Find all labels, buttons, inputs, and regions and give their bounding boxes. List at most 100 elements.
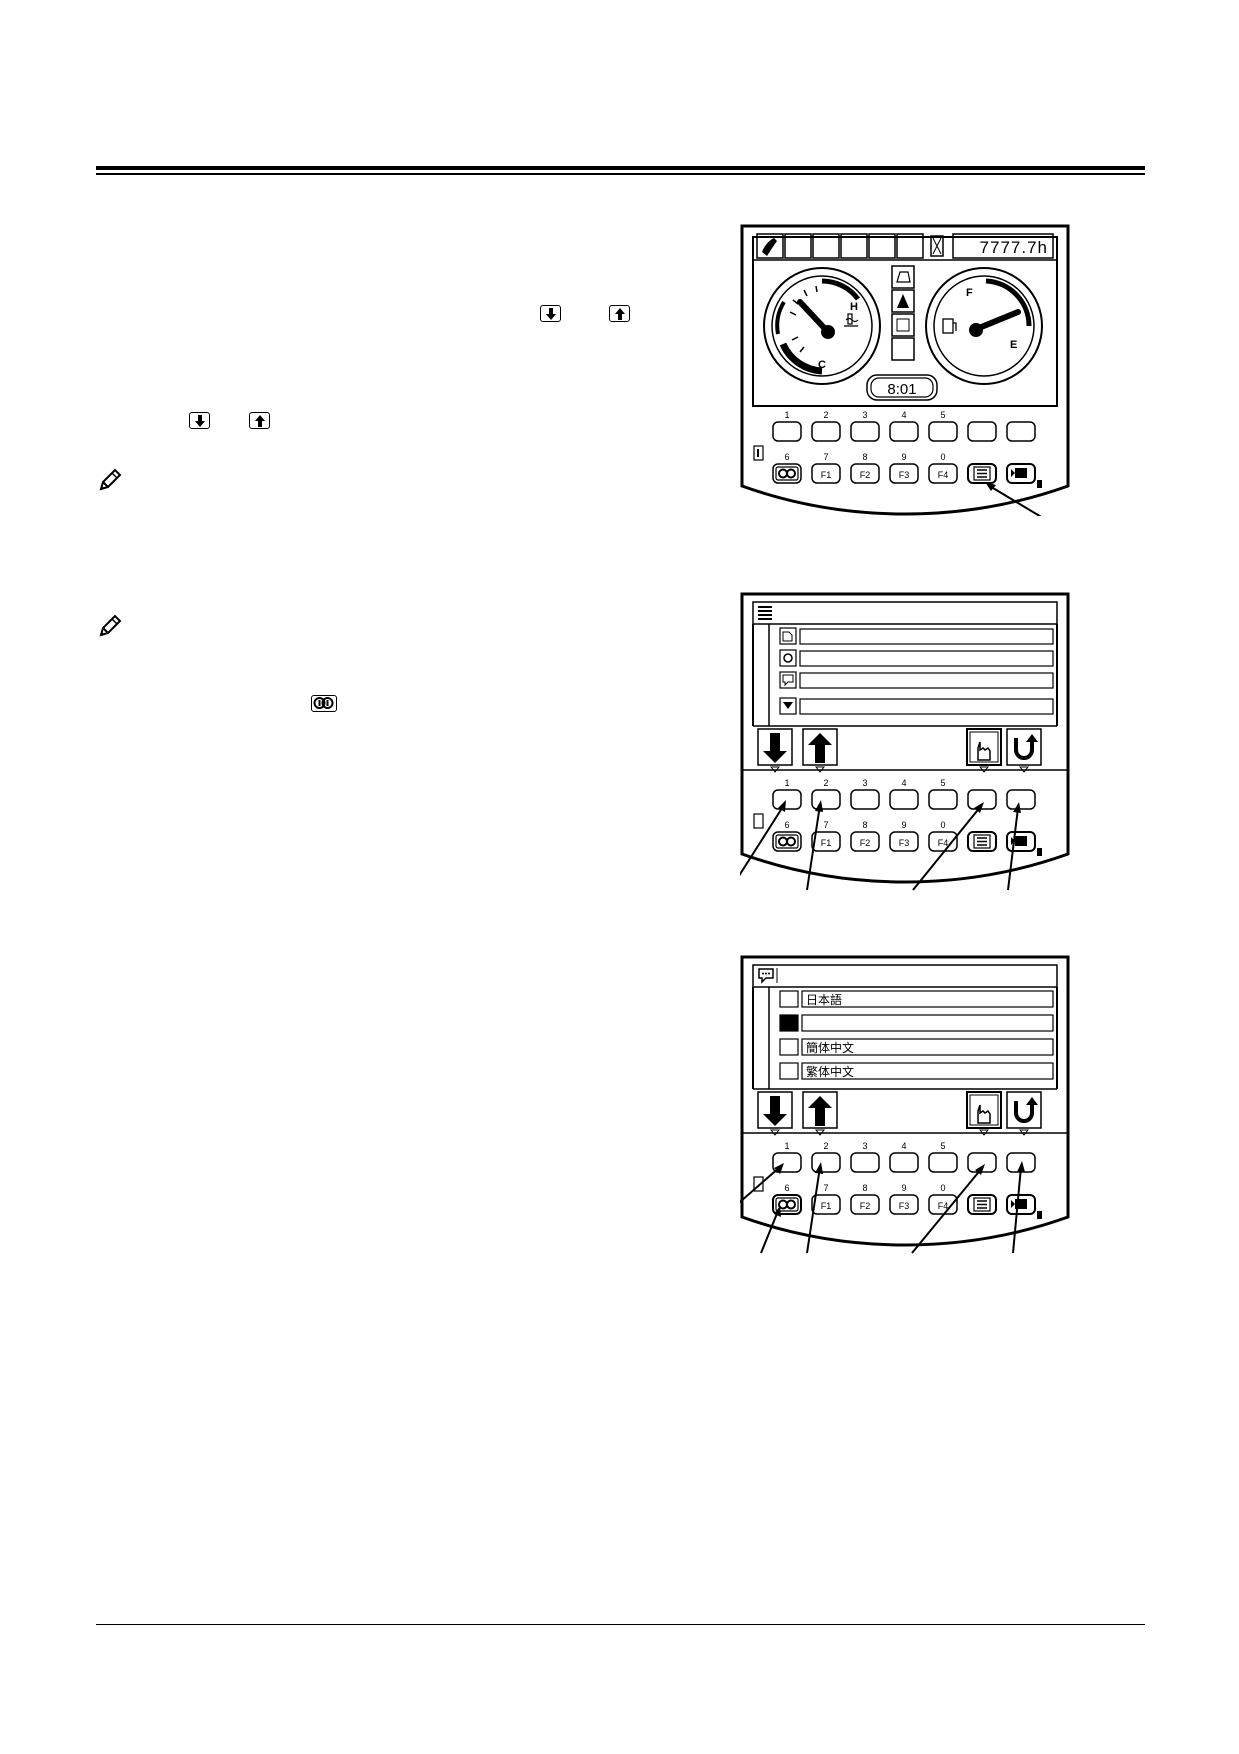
gauge-empty-label: E [1010, 339, 1017, 351]
monitor-panel-language-screen: 日本語 簡体中文 繁体中文 1 2 3 4 5 6 7 8 9 0 F1 [716, 955, 1070, 1257]
operator-icon [753, 445, 764, 461]
menu-row-4[interactable] [799, 698, 1054, 715]
display-mode-button[interactable] [772, 831, 802, 852]
wrench-icon [762, 238, 777, 256]
key-4-button[interactable] [889, 789, 919, 810]
f1-button[interactable] [811, 463, 841, 484]
key-1-button[interactable] [772, 789, 802, 810]
display-mode-icon [775, 1197, 799, 1212]
indicator-boxes [756, 233, 1054, 259]
f3-button[interactable] [889, 463, 919, 484]
soft-key-7-button[interactable] [1006, 789, 1036, 810]
clock-display: 8:01 [887, 381, 916, 398]
key-number-label: 7 [823, 820, 828, 830]
soft-key-6-button[interactable] [967, 421, 997, 442]
display-mode-icon [775, 834, 799, 849]
language-option-simplified-chinese[interactable] [801, 1038, 1054, 1056]
inline-up-arrow-icon [249, 412, 270, 429]
pencil-note-icon [99, 614, 122, 637]
language-option-japanese[interactable] [801, 990, 1054, 1008]
hourglass-icon [930, 235, 944, 257]
language-option-traditional-chinese[interactable] [801, 1062, 1054, 1080]
f2-button[interactable] [850, 1194, 880, 1215]
menu-row-1[interactable] [799, 628, 1054, 645]
f2-label: F2 [860, 838, 871, 848]
f3-button[interactable] [889, 831, 919, 852]
key-2-button[interactable] [811, 1152, 841, 1173]
key-number-label: 4 [901, 1141, 906, 1151]
inline-down-arrow-icon [540, 305, 561, 322]
menu-row-3-language[interactable] [799, 672, 1054, 689]
light-sensor-icon [1037, 480, 1042, 488]
f2-label: F2 [860, 1201, 871, 1211]
key-1-button[interactable] [772, 1152, 802, 1173]
settings-icon [779, 649, 797, 667]
more-down-icon [779, 697, 797, 715]
key-number-label: 0 [940, 820, 945, 830]
f2-label: F2 [860, 470, 871, 480]
hand-select-icon [966, 728, 1002, 766]
menu-button[interactable] [967, 1194, 997, 1215]
key-2-button[interactable] [811, 789, 841, 810]
f2-button[interactable] [850, 831, 880, 852]
camera-button[interactable] [1006, 831, 1036, 852]
inline-down-arrow-icon [189, 412, 210, 429]
key-2-button[interactable] [811, 421, 841, 442]
monitor-panel-default-screen: 7777.7h H C F [740, 224, 1070, 519]
f2-button[interactable] [850, 463, 880, 484]
fuel-pump-icon [942, 318, 957, 334]
gauge-hot-label: H [850, 301, 858, 313]
key-number-label: 6 [784, 452, 789, 462]
key-number-label: 8 [862, 820, 867, 830]
language-checkbox[interactable] [779, 1062, 799, 1080]
language-option-label: 日本語 [806, 992, 842, 1007]
keypad: 1 2 3 4 5 6 7 8 9 0 F1 F2 F3 F4 [753, 1141, 1042, 1219]
f4-button[interactable] [928, 463, 958, 484]
language-checkbox-selected[interactable] [779, 1014, 799, 1032]
f3-button[interactable] [889, 1194, 919, 1215]
display-mode-button[interactable] [772, 1194, 802, 1215]
soft-key-7-button[interactable] [1006, 421, 1036, 442]
f4-button[interactable] [928, 831, 958, 852]
camera-button[interactable] [1006, 1194, 1036, 1215]
language-checkbox[interactable] [779, 990, 799, 1008]
key-number-label: 5 [940, 778, 945, 788]
key-number-label: 7 [823, 452, 828, 462]
camera-icon [1011, 1199, 1027, 1209]
key-number-label: 1 [784, 778, 789, 788]
center-indicator-column [891, 265, 915, 361]
key-4-button[interactable] [889, 1152, 919, 1173]
key-number-label: 6 [784, 1183, 789, 1193]
key-number-label: 1 [784, 1141, 789, 1151]
down-arrow-icon [757, 1091, 793, 1129]
language-option-selected[interactable] [801, 1014, 1054, 1032]
f1-label: F1 [821, 838, 832, 848]
keypad: 1 2 3 4 5 6 7 8 9 0 F1 F2 F3 F4 [753, 778, 1042, 856]
menu-button[interactable] [967, 463, 997, 484]
key-3-button[interactable] [850, 421, 880, 442]
menu-row-2[interactable] [799, 650, 1054, 667]
keypad: 1 2 3 4 5 6 7 8 9 0 F1 F2 F3 F4 [753, 410, 1042, 488]
light-sensor-icon [1037, 1211, 1042, 1219]
key-number-label: 4 [901, 410, 906, 420]
maintenance-icon [779, 627, 797, 645]
display-mode-button[interactable] [772, 463, 802, 484]
camera-button[interactable] [1006, 463, 1036, 484]
key-3-button[interactable] [850, 1152, 880, 1173]
key-5-button[interactable] [928, 1152, 958, 1173]
fuel-gauge: F E [925, 267, 1043, 385]
key-1-button[interactable] [772, 421, 802, 442]
menu-button[interactable] [967, 831, 997, 852]
key-3-button[interactable] [850, 789, 880, 810]
key-5-button[interactable] [928, 789, 958, 810]
language-checkbox[interactable] [779, 1038, 799, 1056]
f1-button[interactable] [811, 831, 841, 852]
coolant-icon [844, 313, 859, 327]
pencil-note-icon [99, 468, 122, 491]
key-number-label: 8 [862, 1183, 867, 1193]
soft-key-6-button[interactable] [967, 789, 997, 810]
f1-button[interactable] [811, 1194, 841, 1215]
key-number-label: 3 [862, 410, 867, 420]
key-4-button[interactable] [889, 421, 919, 442]
key-5-button[interactable] [928, 421, 958, 442]
